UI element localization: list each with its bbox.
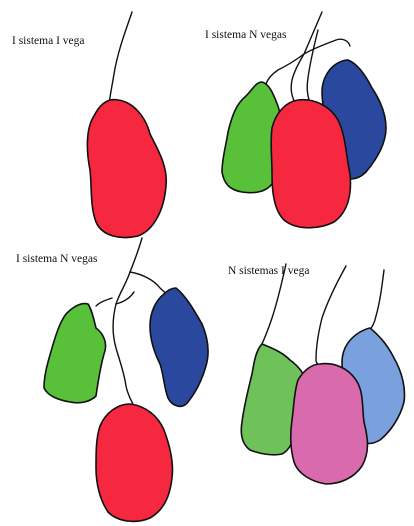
panel-3: I sistema N vegas	[16, 238, 208, 521]
panel-1-label: I sistema I vega	[12, 35, 85, 47]
panel-4: N sistemas I vega	[228, 264, 405, 484]
panel-2-stalk-left	[266, 54, 304, 84]
panel-2-stalk-right	[304, 39, 350, 54]
panel-4-vega-pink	[291, 364, 368, 484]
panel-1-vega-red	[87, 100, 166, 238]
panel-2: I sistema N vegas	[205, 12, 386, 228]
panel-3-vega-green	[44, 304, 106, 403]
panel-3-label: I sistema N vegas	[16, 253, 98, 265]
panel-4-label: N sistemas I vega	[228, 265, 309, 277]
panel-1-stalk	[109, 12, 132, 104]
panel-3-vega-blue	[150, 288, 208, 406]
panel-3-stalk-main	[113, 238, 142, 406]
panel-4-stalk-mid	[316, 266, 346, 366]
panel-4-stalk-right	[368, 270, 384, 332]
panel-2-label: I sistema N vegas	[205, 29, 287, 41]
panel-1: I sistema I vega	[12, 12, 166, 237]
panel-3-vega-red	[96, 404, 173, 521]
panel-3-stalk-left	[96, 298, 112, 306]
